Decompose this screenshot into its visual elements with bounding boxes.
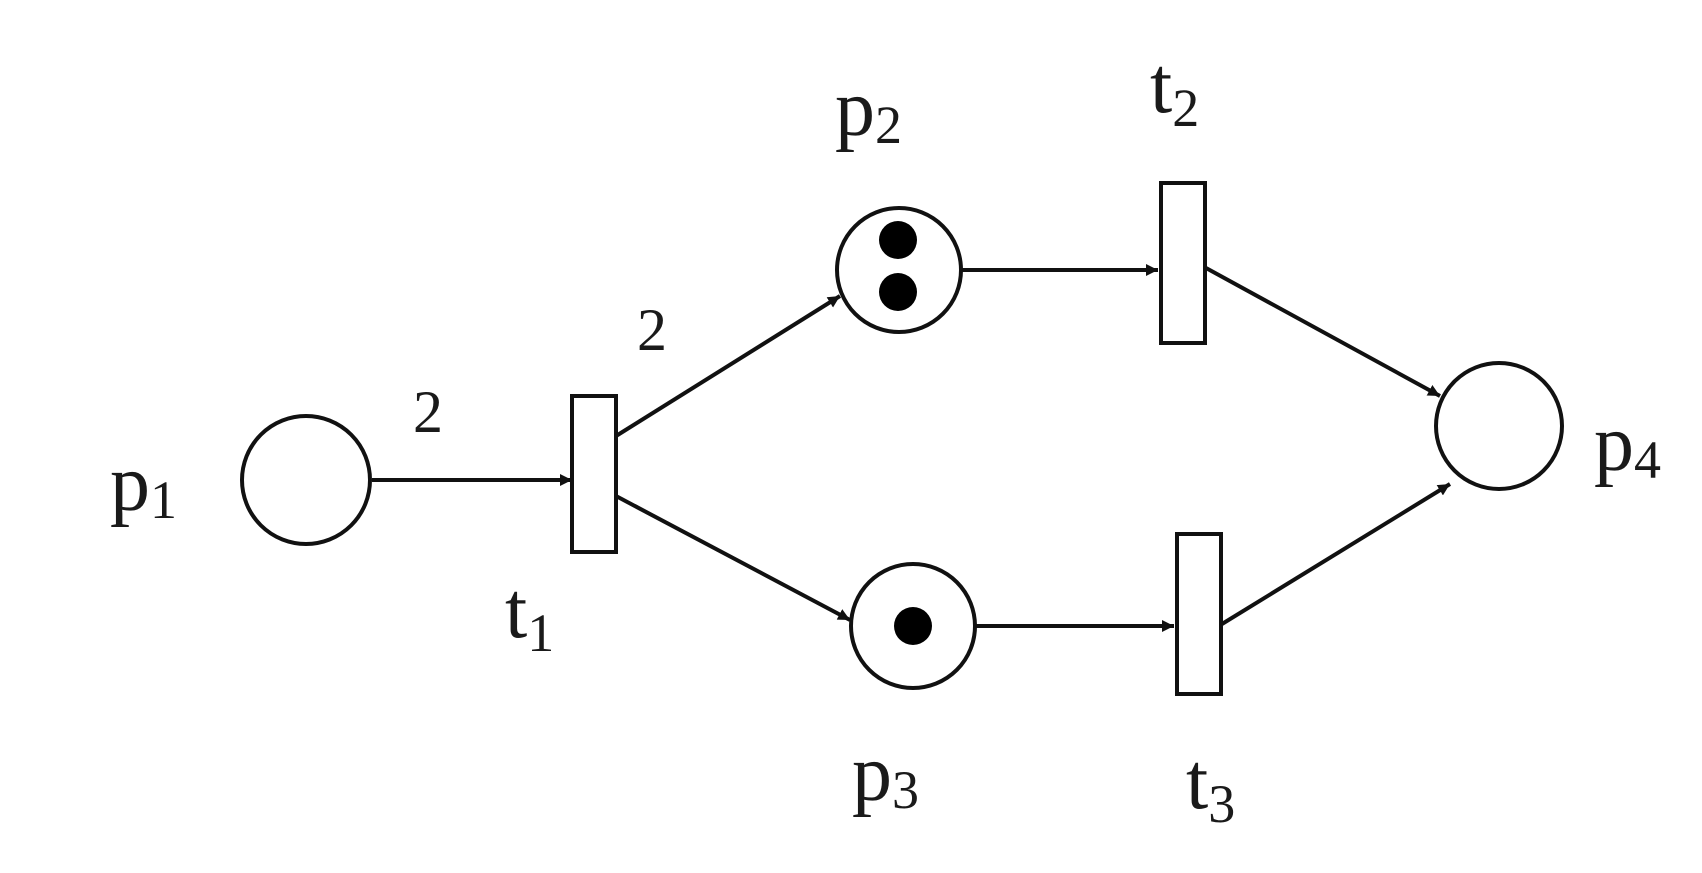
arc-t2-p4: [1205, 266, 1441, 398]
place-p4: [1434, 361, 1564, 491]
place-p1: [240, 414, 372, 546]
label-p3: p3: [852, 730, 919, 820]
label-p4: p4: [1594, 400, 1661, 490]
label-t2: t2: [1150, 42, 1199, 138]
label-t3: t3: [1186, 738, 1235, 834]
token: [879, 273, 917, 311]
arc-weight-t1-p2: 2: [637, 297, 667, 363]
arc-t1-p2: [614, 294, 842, 438]
arc-t3-p4: [1220, 482, 1452, 626]
transition-t2: [1159, 181, 1207, 345]
label-p2: p2: [835, 65, 902, 155]
token: [879, 221, 917, 259]
label-t1: t1: [505, 567, 554, 663]
place-p2: [835, 206, 963, 334]
arc-t1-p3: [615, 494, 851, 622]
token: [894, 607, 932, 645]
arc-weight-p1-t1: 2: [413, 379, 443, 445]
transition-t3: [1175, 532, 1223, 696]
transition-t1: [570, 394, 618, 554]
label-p1: p1: [110, 440, 177, 530]
